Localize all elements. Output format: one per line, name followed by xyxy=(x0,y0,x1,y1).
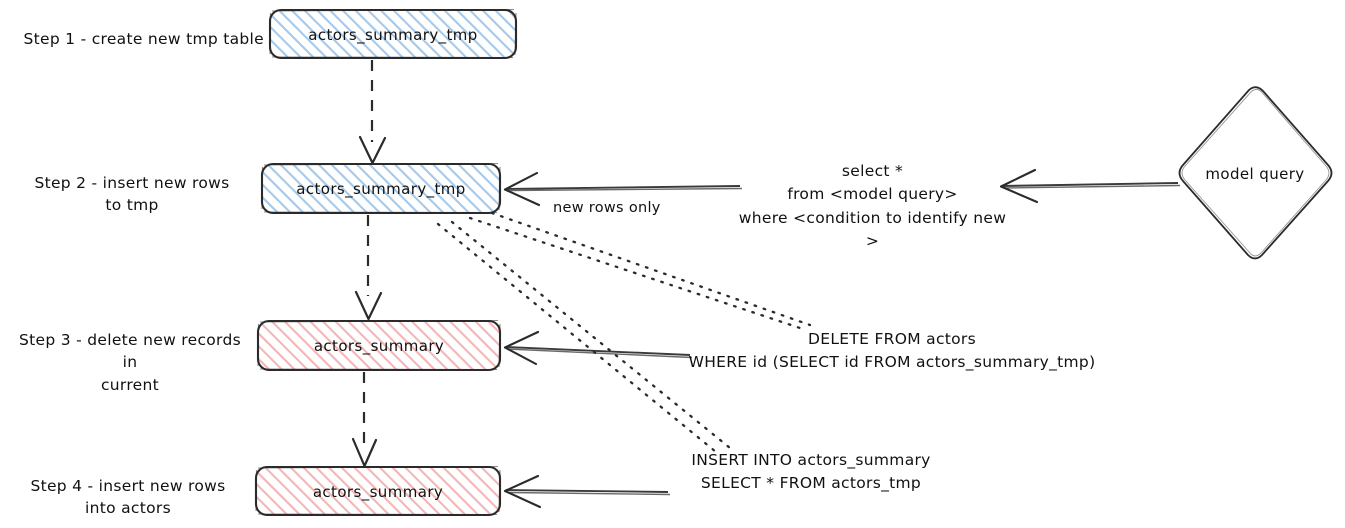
node-sketch-outline xyxy=(269,8,517,59)
diamond-sketch-outline xyxy=(1181,88,1330,257)
dotted-line-to-insert xyxy=(450,220,732,450)
node-actors-summary-tmp-1[interactable] xyxy=(268,8,518,60)
step-label-1: Step 1 - create new tmp table xyxy=(23,30,264,48)
node-model-query[interactable] xyxy=(1178,86,1333,260)
arrowhead xyxy=(503,171,541,207)
arrowhead xyxy=(354,290,383,321)
edge-model-query-to-select xyxy=(999,168,1181,204)
edge-line xyxy=(505,346,691,356)
annotation-select-sql: select * from <model query> where <condi… xyxy=(738,162,1007,250)
edge-line xyxy=(1001,182,1179,187)
dotted-line-to-delete-2 xyxy=(468,216,802,330)
edge-insert-to-step4 xyxy=(503,474,671,509)
node-sketch-outline xyxy=(257,319,501,371)
dotted-line-to-delete xyxy=(490,211,812,327)
node-sketch-outline xyxy=(261,162,501,214)
node-box xyxy=(254,465,502,517)
arrowhead xyxy=(503,474,542,509)
node-actors-summary-tmp-2[interactable] xyxy=(260,162,502,215)
edge-line-sketch xyxy=(507,187,743,192)
arrowhead xyxy=(351,437,378,468)
edge-line-sketch xyxy=(507,348,693,359)
edge-step1-to-step2 xyxy=(358,60,387,165)
arrowhead xyxy=(503,330,540,366)
edge-line xyxy=(505,489,669,493)
node-box xyxy=(260,162,502,215)
arrowhead xyxy=(999,168,1039,204)
node-box xyxy=(256,319,502,372)
edge-label-new-rows-only: new rows only xyxy=(553,200,661,216)
node-actors-summary-4[interactable] xyxy=(254,465,502,517)
edge-step2-to-step3 xyxy=(354,215,383,321)
node-actors-summary-3[interactable] xyxy=(256,319,502,372)
node-box xyxy=(268,8,518,60)
arrowhead xyxy=(358,135,387,165)
edge-step3-to-step4 xyxy=(351,372,378,468)
step-label-4: Step 4 - insert new rows into actors xyxy=(30,477,226,518)
dotted-reference-lines xyxy=(436,211,812,454)
edge-line xyxy=(505,185,741,190)
annotation-insert-sql: INSERT INTO actors_summary SELECT * FROM… xyxy=(691,451,931,493)
step-label-2: Step 2 - insert new rows to tmp xyxy=(34,174,230,215)
step-label-3: Step 3 - delete new records in current xyxy=(19,331,241,394)
node-sketch-outline xyxy=(255,465,501,516)
edge-delete-to-step3 xyxy=(503,330,693,366)
diamond-shape xyxy=(1178,86,1333,260)
annotation-delete-sql: DELETE FROM actors WHERE id (SELECT id F… xyxy=(688,330,1096,372)
edge-new-rows-only xyxy=(503,171,743,207)
edge-line-sketch xyxy=(507,491,671,496)
dotted-line-to-insert-2 xyxy=(436,222,718,454)
edge-line-sketch xyxy=(1003,184,1181,189)
